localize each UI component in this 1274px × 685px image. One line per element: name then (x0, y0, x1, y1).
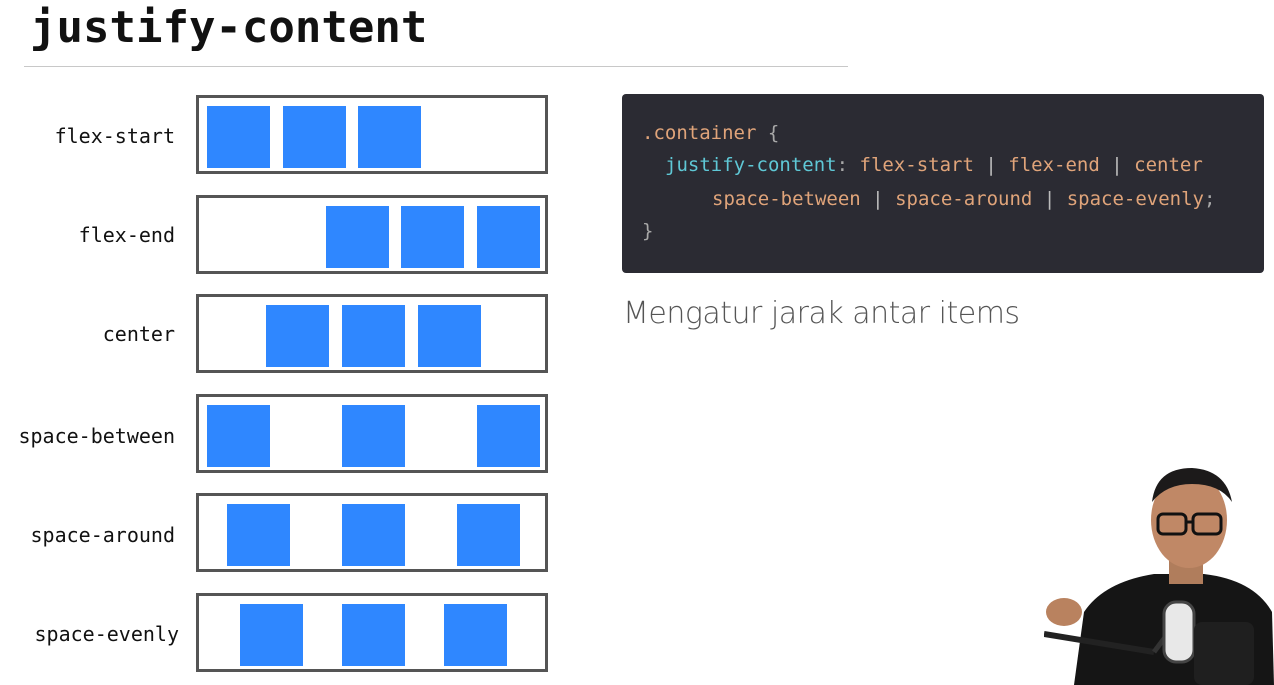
row-label-space-evenly: space-evenly (34, 622, 180, 646)
code-colon: : (836, 154, 849, 176)
code-separator: | (1111, 154, 1123, 176)
code-close-brace: } (642, 220, 654, 242)
row-label-center: center (102, 322, 175, 346)
flex-item (207, 106, 270, 168)
code-separator: | (1043, 188, 1056, 210)
title-divider (24, 66, 848, 67)
code-separator: | (872, 188, 884, 210)
code-selector: .container (642, 122, 757, 144)
code-line-4: } (642, 220, 653, 242)
flex-item (358, 106, 421, 168)
code-snippet-panel: .container { justify-content: flex-start… (622, 94, 1264, 273)
description-text: Mengatur jarak antar items (623, 296, 1020, 331)
row-label-space-between: space-between (18, 424, 175, 448)
flex-item (326, 206, 389, 268)
code-line-1: .container { (642, 122, 779, 144)
flex-item (401, 206, 464, 268)
demo-container-center (196, 294, 548, 373)
row-label-space-around: space-around (30, 523, 176, 547)
code-value: flex-end (1008, 154, 1100, 176)
flex-item (342, 604, 405, 666)
code-value: space-around (895, 188, 1033, 210)
code-separator: | (985, 154, 997, 176)
flex-item (342, 305, 405, 367)
flex-item (477, 206, 540, 268)
row-label-flex-end: flex-end (78, 223, 175, 247)
code-value: center (1134, 154, 1203, 176)
code-value: space-evenly (1066, 188, 1204, 210)
presenter-image (1044, 462, 1274, 685)
code-semicolon: ; (1204, 188, 1216, 210)
demo-container-flex-start (196, 95, 548, 174)
page-title: justify-content (30, 2, 428, 53)
code-value: flex-start (859, 154, 974, 176)
flex-item (342, 504, 405, 566)
demo-container-space-around (196, 493, 548, 572)
flex-item (283, 106, 346, 168)
flex-item (418, 305, 481, 367)
code-value: space-between (712, 188, 861, 210)
code-property: justify-content (665, 154, 837, 176)
flex-item (457, 504, 520, 566)
flex-item (444, 604, 507, 666)
code-open-brace: { (767, 122, 780, 144)
row-label-flex-start: flex-start (54, 124, 175, 148)
flex-item (207, 405, 270, 467)
demo-container-space-between (196, 394, 548, 473)
flex-item (240, 604, 303, 666)
code-line-3: space-between | space-around | space-eve… (712, 188, 1215, 210)
code-line-2: justify-content: flex-start | flex-end |… (665, 154, 1203, 176)
flex-item (477, 405, 540, 467)
presenter-webcam-video (1044, 462, 1274, 685)
flex-item (342, 405, 405, 467)
demo-container-flex-end (196, 195, 548, 274)
flex-item (227, 504, 290, 566)
flex-item (266, 305, 329, 367)
demo-container-space-evenly (196, 593, 548, 672)
